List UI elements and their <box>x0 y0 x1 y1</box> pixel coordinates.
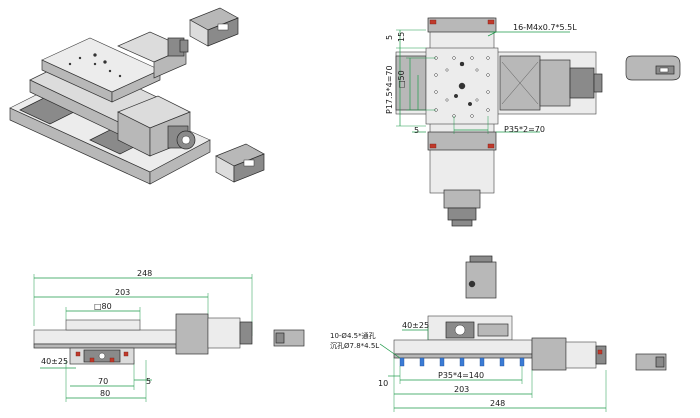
iso-connector-bottom <box>215 143 265 183</box>
iso-upper-motor-end <box>179 39 189 53</box>
side-motor-mount <box>531 337 567 371</box>
label-side-248: 248 <box>490 399 505 408</box>
top-right-motor-mount <box>539 59 571 107</box>
label-pitch-horizontal: P35*2=70 <box>504 125 545 134</box>
iso-top-side <box>111 69 161 103</box>
top-bottom-screw <box>487 143 495 149</box>
iso-connector-top <box>189 7 239 47</box>
top-end-screw <box>429 19 437 25</box>
side-dimensions <box>379 326 607 412</box>
top-right-knob <box>593 73 603 93</box>
label-front-80: □80 <box>94 302 112 311</box>
label-5-top: 5 <box>385 35 394 40</box>
label-side-203: 203 <box>454 385 469 394</box>
label-pitch-vertical: P17.5*4=70 <box>385 65 394 114</box>
iso-hole <box>93 53 97 57</box>
label-front-80b: 80 <box>100 389 110 398</box>
iso-hole <box>118 74 122 78</box>
side-motor <box>565 341 597 369</box>
label-front-5: 5 <box>146 377 151 386</box>
top-dimensions <box>396 29 570 134</box>
front-dimensions <box>33 274 253 402</box>
iso-hole <box>93 62 97 66</box>
top-right-motor <box>569 67 595 99</box>
label-front-70: 70 <box>98 377 108 386</box>
isometric-view <box>9 7 265 185</box>
front-carriage-hole <box>98 352 106 360</box>
top-bottom-motor-end <box>447 207 477 221</box>
iso-hole <box>108 69 112 73</box>
side-float-motor-hole <box>468 280 476 288</box>
front-top-table <box>65 319 141 331</box>
side-float-motor-top <box>469 255 493 263</box>
side-view: 10-Ø4.5*通孔 沉孔Ø7.8*4.5L 40±25 10 P35*4=14… <box>330 255 667 412</box>
iso-hole <box>68 62 72 66</box>
label-side-10: 10 <box>378 379 388 388</box>
label-side-holes-line1: 10-Ø4.5*通孔 <box>330 331 376 340</box>
label-5-bottom: 5 <box>414 126 419 135</box>
front-motor-end <box>239 321 253 345</box>
side-base <box>393 339 533 355</box>
front-motor <box>207 317 241 349</box>
side-mounting-holes <box>399 357 525 367</box>
iso-base-side <box>149 139 211 185</box>
top-bottom-motor <box>443 189 481 209</box>
front-view: 248 203 □80 40±25 70 80 5 <box>33 269 305 402</box>
top-bottom-cap <box>427 131 497 151</box>
top-mounting-holes <box>434 56 490 118</box>
iso-hole <box>103 60 107 64</box>
label-front-offset: 40±25 <box>41 357 68 366</box>
front-motor-mount <box>175 313 209 355</box>
label-side-offset: 40±25 <box>402 321 429 330</box>
label-side-holes-line2: 沉孔Ø7.8*4.5L <box>330 342 379 350</box>
label-front-203: 203 <box>115 288 130 297</box>
side-base-lower <box>393 353 533 359</box>
top-bottom-knob <box>451 219 473 227</box>
top-connector <box>625 55 681 81</box>
label-side-pitch: P35*4=140 <box>438 371 484 380</box>
iso-lower-knob-center <box>181 135 191 145</box>
top-end-screw <box>487 19 495 25</box>
iso-hole <box>78 56 82 60</box>
label-mounting-holes: 16-M4x0.7*5.5L <box>513 23 577 32</box>
top-end-cap <box>427 17 497 33</box>
side-motor-end <box>595 345 607 365</box>
label-square-50: □50 <box>397 70 406 88</box>
side-float-motor <box>465 261 497 299</box>
label-front-248: 248 <box>137 269 152 278</box>
top-left-rail <box>395 55 427 111</box>
top-view: 16-M4x0.7*5.5L P17.5*4=70 □50 5 15 P35*2… <box>385 17 681 227</box>
label-15: 15 <box>397 32 406 42</box>
top-bottom-screw <box>429 143 437 149</box>
